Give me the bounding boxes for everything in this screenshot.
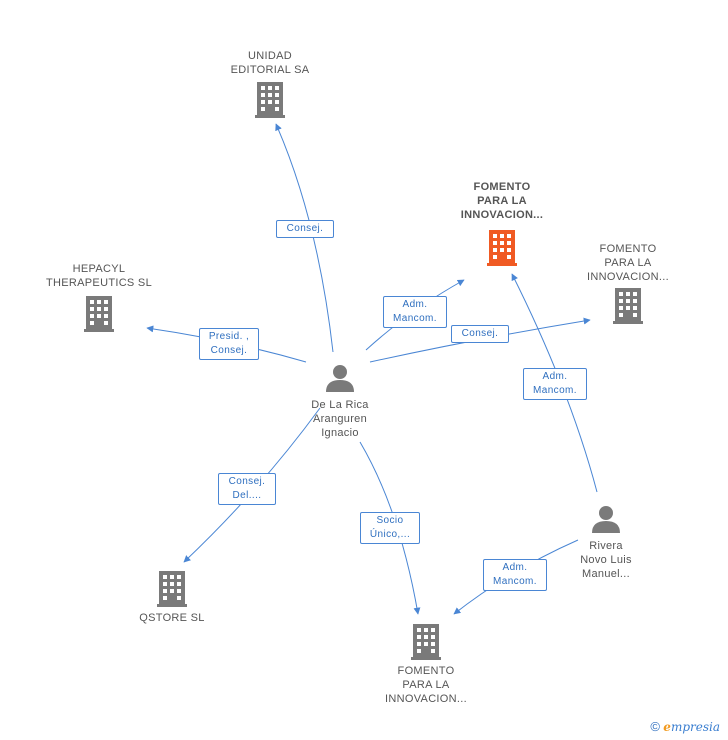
- building-icon: [255, 82, 285, 118]
- node-label: FOMENTO PARA LA INNOVACION...: [587, 243, 669, 283]
- node-label: FOMENTO PARA LA INNOVACION...: [460, 181, 544, 221]
- node-unidad-editorial[interactable]: UNIDAD EDITORIAL SA: [214, 49, 326, 118]
- copyright-symbol: ©: [650, 719, 660, 734]
- relation-label-consej-del[interactable]: Consej. Del....: [218, 473, 276, 505]
- node-fomento-focus[interactable]: FOMENTO PARA LA INNOVACION...: [446, 180, 558, 266]
- node-fomento-right[interactable]: FOMENTO PARA LA INNOVACION...: [572, 242, 684, 324]
- relation-label-consej[interactable]: Consej.: [451, 325, 509, 343]
- node-label: De La Rica Aranguren Ignacio: [311, 399, 369, 439]
- brand-name: empresia: [663, 720, 720, 734]
- node-qstore[interactable]: QSTORE SL: [120, 571, 224, 625]
- node-rivera[interactable]: Rivera Novo Luis Manuel...: [556, 505, 656, 581]
- building-icon: [84, 296, 114, 332]
- node-label: FOMENTO PARA LA INNOVACION...: [385, 665, 467, 705]
- building-icon: [487, 230, 517, 266]
- relation-label-adm-mancom[interactable]: Adm. Mancom.: [523, 368, 587, 400]
- node-label: UNIDAD EDITORIAL SA: [230, 50, 310, 76]
- person-icon: [592, 506, 620, 533]
- node-fomento-bottom[interactable]: FOMENTO PARA LA INNOVACION...: [370, 624, 482, 706]
- node-label: Rivera Novo Luis Manuel...: [580, 540, 632, 580]
- relation-label-adm-mancom[interactable]: Adm. Mancom.: [383, 296, 447, 328]
- relation-label-socio-unico[interactable]: Socio Único,...: [360, 512, 420, 544]
- node-label: HEPACYL THERAPEUTICS SL: [46, 263, 152, 289]
- relation-label-presid-consej[interactable]: Presid. , Consej.: [199, 328, 259, 360]
- node-hepacyl[interactable]: HEPACYL THERAPEUTICS SL: [38, 262, 160, 332]
- relation-label-adm-mancom[interactable]: Adm. Mancom.: [483, 559, 547, 591]
- node-de-la-rica[interactable]: De La Rica Aranguren Ignacio: [288, 364, 392, 440]
- building-icon: [613, 288, 643, 324]
- brand-logo: © empresia: [650, 719, 720, 734]
- node-label: QSTORE SL: [139, 612, 205, 624]
- relation-label-consej[interactable]: Consej.: [276, 220, 334, 238]
- edge-delarica-unidad: [275, 123, 334, 353]
- person-icon: [326, 365, 354, 392]
- building-icon: [157, 571, 187, 607]
- building-icon: [411, 624, 441, 660]
